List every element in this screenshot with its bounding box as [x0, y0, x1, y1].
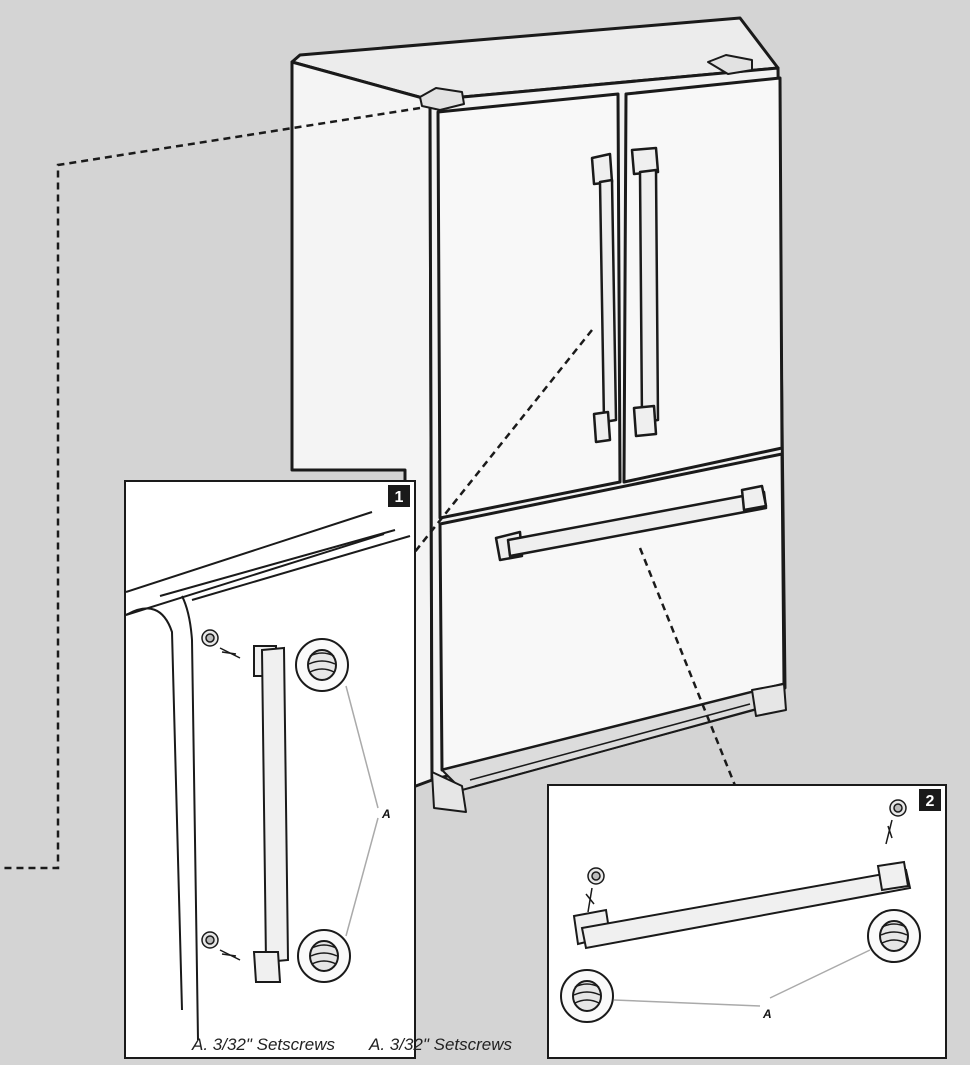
- step-1-handle: [252, 645, 290, 983]
- left-door: [436, 92, 622, 520]
- right-foot: [751, 683, 787, 717]
- step-1-bottom-setscrew: [201, 931, 241, 961]
- step-1-number: 1: [395, 489, 404, 506]
- step-2-right-setscrew: [885, 799, 907, 845]
- left-foot: [431, 771, 467, 813]
- step-2-magnified-setscrew-right: [867, 909, 921, 963]
- detail-panel-2: 2: [547, 784, 947, 1059]
- right-door: [622, 76, 784, 484]
- leader-lines: [0, 106, 738, 870]
- detail-panel-1: A 1: [124, 480, 416, 1059]
- left-hinge-cover: [419, 87, 465, 111]
- step-2-number: 2: [926, 793, 935, 810]
- left-door-handle: [590, 152, 618, 444]
- right-hinge-cover: [707, 54, 753, 75]
- right-door-handle: [630, 146, 660, 438]
- step-2-callout-label: A: [762, 1007, 772, 1021]
- step-2-magnified-setscrew-left: [560, 969, 614, 1023]
- step-2-badge: [919, 789, 941, 811]
- step-1-magnified-setscrew-bottom: [297, 929, 351, 983]
- drawer-handle: [494, 484, 768, 562]
- step-1-top-setscrew: [201, 629, 241, 659]
- caption-1: A. 3/32" Setscrews: [191, 1035, 336, 1054]
- step-2-left-setscrew: [585, 867, 605, 913]
- hinge-leader-line: [0, 106, 421, 870]
- refrigerator: [290, 16, 787, 813]
- step-1-leader-line: [409, 329, 593, 559]
- step-2-handle: [572, 860, 912, 950]
- step-1-badge: [388, 485, 410, 507]
- caption-2: A. 3/32" Setscrews: [368, 1035, 513, 1054]
- step-1-callout-label: A: [381, 807, 391, 821]
- step-1-magnified-setscrew-top: [295, 638, 349, 692]
